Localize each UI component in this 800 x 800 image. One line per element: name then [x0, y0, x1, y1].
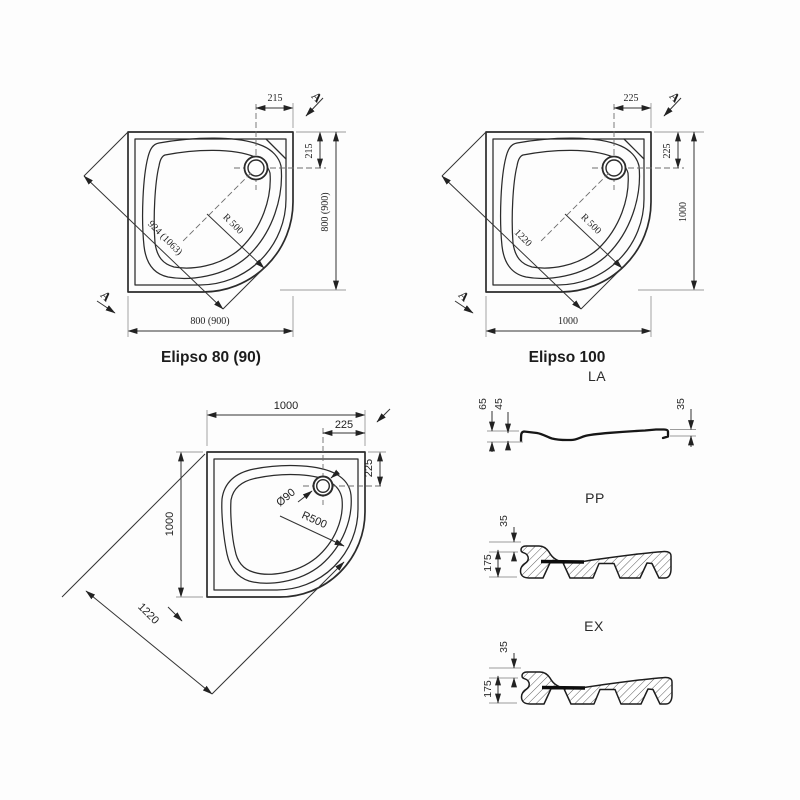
dim-label-35: 35 — [675, 398, 687, 410]
section-arrow-top — [376, 408, 391, 423]
dim-label-side: 225 — [662, 144, 673, 159]
dim-label-bottom: 800 (900) — [190, 316, 229, 327]
drawing-title: Elipso 100 — [529, 349, 606, 366]
radius-leader — [279, 515, 345, 547]
profile-ex: EX 35 175 — [482, 618, 674, 706]
dim-label-top: 215 — [268, 93, 283, 104]
radius-label: R 500 — [220, 212, 245, 237]
diagonal-extension-arc — [211, 561, 345, 695]
section-marker-a-bottom: A — [456, 288, 472, 304]
dim-line-diagonal — [85, 590, 213, 695]
dim-label-left: 1000 — [164, 512, 176, 536]
drain-inner-ring — [316, 479, 331, 494]
basin-outline — [221, 464, 352, 584]
diagonal-extension-corner — [61, 453, 206, 598]
dim-label-side: 225 — [363, 459, 375, 477]
dim-label-side: 215 — [304, 144, 315, 159]
dim-label-45: 45 — [493, 398, 505, 410]
dim-label-65: 65 — [477, 398, 489, 410]
elipso-100-drain-top-view: 1000 225 225 1000 1220 Ø90 R500 — [61, 400, 391, 695]
diagonal-mid-arrow — [167, 606, 183, 622]
section-label: PP — [585, 490, 605, 506]
profile-shell — [519, 428, 670, 443]
dim-label-175: 175 — [482, 554, 494, 572]
dim-label-top: 1000 — [274, 400, 298, 412]
drain-diameter-arrow-right — [330, 469, 341, 479]
tray-rim-inner — [213, 458, 359, 591]
witness-top — [206, 410, 366, 446]
dim-label-top: 225 — [624, 93, 639, 104]
dim-label-right: 800 (900) — [320, 192, 331, 231]
dim-label-top-offset: 225 — [335, 419, 353, 431]
drain-diameter-arrow-left — [297, 490, 313, 503]
witness-left — [176, 451, 203, 598]
section-marker-a-top: A — [309, 89, 325, 105]
drain-diameter-label: Ø90 — [274, 486, 298, 509]
radius-label: R 500 — [578, 212, 603, 237]
elipso-100-top-view: 225 225 1000 1000 1220 R 500 A A Elipso … — [442, 89, 704, 366]
drawing-title: Elipso 80 (90) — [161, 349, 261, 366]
basin-floor-outline — [230, 473, 343, 575]
profile-la: LA 65 45 35 — [477, 368, 696, 452]
dim-label-diagonal: 1220 — [135, 601, 161, 627]
section-marker-a-bottom: A — [98, 288, 114, 304]
dim-label-diagonal: 924 (1063) — [145, 219, 184, 258]
section-label: LA — [588, 368, 606, 384]
elipso-80-90-top-view: 215 215 800 (900) 800 (900) 924 (1063) R… — [84, 89, 346, 366]
dim-label-35: 35 — [498, 641, 510, 653]
dim-label-35: 35 — [498, 515, 510, 527]
section-marker-a-top: A — [667, 89, 683, 105]
dim-label-bottom: 1000 — [558, 316, 578, 327]
profile-pp: PP 35 175 — [482, 490, 673, 580]
tray-outline — [206, 451, 366, 598]
section-label: EX — [584, 618, 604, 634]
dim-label-175: 175 — [482, 680, 494, 698]
dim-label-right: 1000 — [678, 202, 689, 222]
